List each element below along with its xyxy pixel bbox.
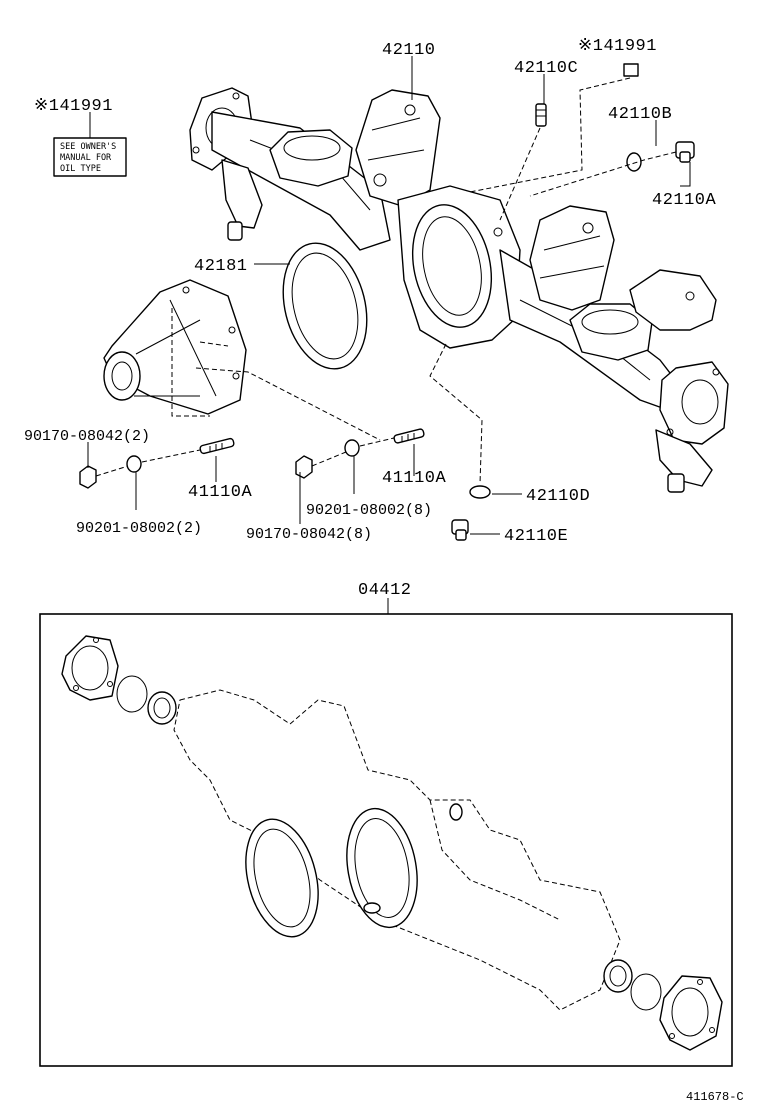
caution-note-line-3: OIL TYPE bbox=[60, 164, 101, 174]
label-drain-plug: 42110E bbox=[504, 527, 568, 546]
nut-right bbox=[295, 455, 313, 479]
stud-right bbox=[393, 428, 425, 444]
nut-left bbox=[79, 465, 97, 489]
caution-label-tag bbox=[623, 63, 639, 77]
label-washer-right: 90201-08002(8) bbox=[306, 502, 432, 519]
caution-note-line-2: MANUAL FOR bbox=[60, 153, 112, 163]
gasket-kit-parts bbox=[61, 635, 723, 1051]
drain-plug bbox=[451, 519, 469, 541]
label-carrier-gasket: 42181 bbox=[194, 257, 248, 276]
label-washer-left: 90201-08002(2) bbox=[76, 520, 202, 537]
caution-note-line-1: SEE OWNER'S bbox=[60, 142, 116, 152]
differential-carrier bbox=[103, 279, 247, 415]
label-nut-left: 90170-08042(2) bbox=[24, 428, 150, 445]
label-caution-top: ※141991 bbox=[578, 37, 657, 56]
label-housing: 42110 bbox=[382, 41, 436, 60]
figure-code: 411678-C bbox=[686, 1090, 744, 1104]
breather-plug bbox=[535, 103, 547, 127]
filler-plug-gasket bbox=[626, 152, 642, 172]
washer-right bbox=[344, 439, 360, 457]
label-caution-left: ※141991 bbox=[34, 97, 113, 116]
label-nut-right: 90170-08042(8) bbox=[246, 526, 372, 543]
label-stud-right: 41110A bbox=[382, 469, 447, 488]
caution-label bbox=[53, 137, 127, 177]
gasket-kit-box bbox=[39, 613, 733, 1067]
drain-plug-gasket bbox=[469, 485, 491, 499]
filler-plug bbox=[675, 141, 695, 163]
label-breather: 42110C bbox=[514, 59, 578, 78]
carrier-gasket bbox=[282, 242, 368, 370]
label-drain-gasket: 42110D bbox=[526, 487, 590, 506]
label-gasket-kit: 04412 bbox=[358, 581, 412, 600]
label-stud-left: 41110A bbox=[188, 483, 253, 502]
washer-left bbox=[126, 455, 142, 473]
stud-left bbox=[199, 437, 235, 455]
label-gasket-seal: 42110B bbox=[608, 105, 672, 124]
label-filler-plug: 42110A bbox=[652, 191, 717, 210]
axle-housing-drawing bbox=[189, 87, 729, 493]
